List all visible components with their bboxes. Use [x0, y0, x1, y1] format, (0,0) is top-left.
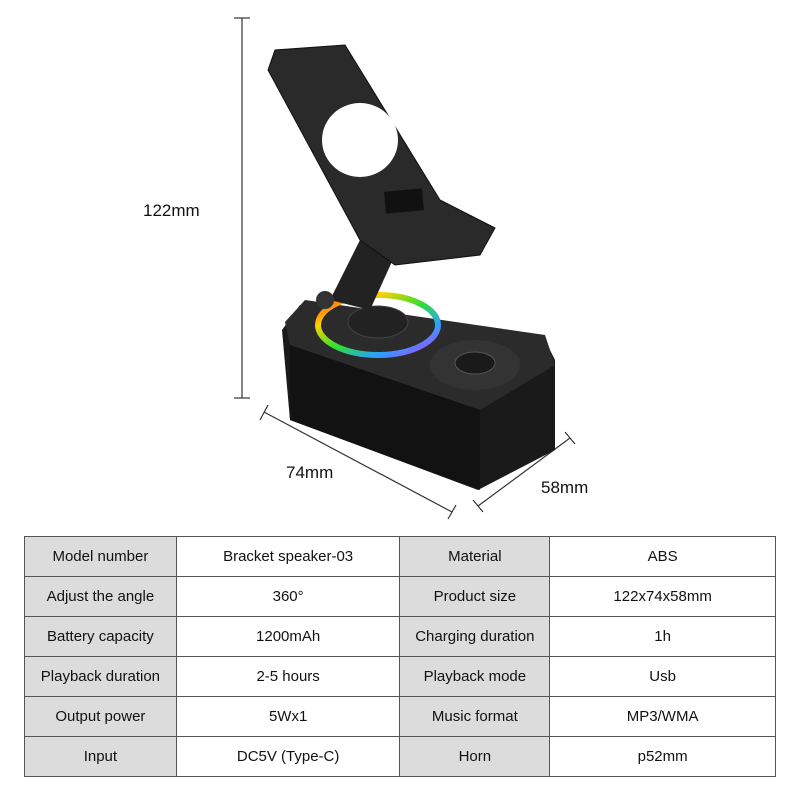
spec-label: Input — [24, 736, 177, 777]
spec-label: Charging duration — [399, 616, 551, 657]
spec-value: MP3/WMA — [549, 696, 776, 737]
spec-value: 5Wx1 — [175, 696, 401, 737]
spec-label: Adjust the angle — [24, 576, 177, 617]
product-illustration — [234, 17, 576, 520]
spec-label: Output power — [24, 696, 177, 737]
spec-label: Material — [399, 536, 551, 577]
spec-value: Usb — [549, 656, 776, 697]
spec-value: 122x74x58mm — [549, 576, 776, 617]
spec-value: 2-5 hours — [175, 656, 401, 697]
length-dimension-label: 74mm — [286, 463, 334, 482]
spec-value: 1h — [549, 616, 776, 657]
spec-label: Battery capacity — [24, 616, 177, 657]
spec-value: 1200mAh — [175, 616, 401, 657]
spec-value: DC5V (Type-C) — [175, 736, 401, 777]
spec-value: p52mm — [549, 736, 776, 777]
speaker-base — [282, 292, 555, 490]
spec-label: Horn — [399, 736, 551, 777]
dimension-lines — [234, 17, 576, 520]
spec-label: Music format — [399, 696, 551, 737]
height-dimension-label: 122mm — [143, 201, 200, 220]
spec-label: Model number — [24, 536, 177, 577]
spec-value: Bracket speaker-03 — [175, 536, 401, 577]
spec-label: Playback mode — [399, 656, 551, 697]
width-dimension-label: 58mm — [541, 478, 589, 497]
phone-stand — [267, 44, 496, 310]
spec-value: 360° — [175, 576, 401, 617]
spec-value: ABS — [549, 536, 776, 577]
spec-label: Product size — [399, 576, 551, 617]
spec-label: Playback duration — [24, 656, 177, 697]
